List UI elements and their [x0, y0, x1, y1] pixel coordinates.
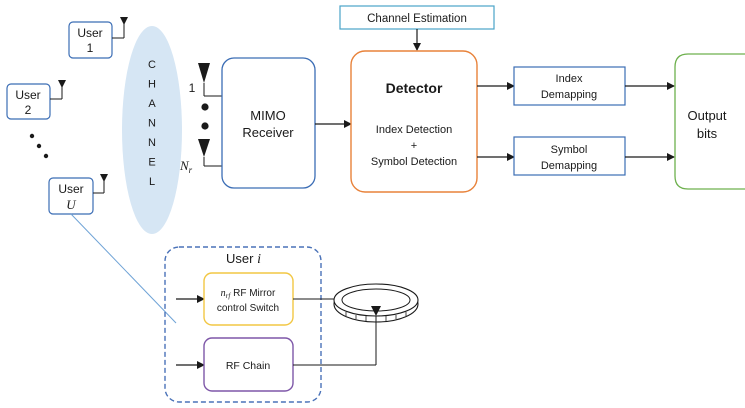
index-demapping-line1: Index [556, 73, 583, 85]
antenna-icon [50, 80, 66, 100]
output-line1: Output [687, 108, 726, 123]
rf-chain-box: RF Chain [203, 337, 294, 392]
mimo-receiver-line1: MIMO [250, 108, 285, 123]
symbol-demapping-line2: Demapping [541, 160, 597, 172]
user-u-node: User U [48, 174, 108, 215]
rf-mirror-ring-icon [333, 283, 419, 323]
detector-line1: Index Detection [376, 124, 452, 136]
antenna-icon [93, 174, 108, 194]
channel-letter: H [148, 79, 156, 91]
index-demapping-box: Index Demapping [513, 66, 626, 106]
channel-estimation-label: Channel Estimation [367, 13, 467, 25]
index-demapping-line2: Demapping [541, 89, 597, 101]
user-ellipsis-dots [29, 133, 49, 159]
user-1-number: 1 [87, 41, 94, 55]
user-2-number: 2 [25, 103, 32, 117]
detector-line2: Symbol Detection [371, 156, 457, 168]
mimo-receiver-box: MIMO Receiver [221, 57, 316, 189]
rf-mirror-line1: nrf RF Mirror [221, 288, 276, 300]
user-1-node: User 1 [68, 17, 128, 59]
channel-letter: N [148, 137, 156, 149]
channel-estimation-box: Channel Estimation [339, 5, 495, 30]
user-u-number: U [66, 197, 77, 212]
antenna-nr-label: Nr [179, 158, 193, 175]
detector-box: Detector Index Detection + Symbol Detect… [350, 50, 478, 193]
detector-plus: + [411, 140, 417, 152]
antenna-icon [112, 17, 128, 39]
output-bits-box: Output bits [674, 53, 745, 190]
channel-letter: E [148, 157, 155, 169]
user-u-label: User [58, 182, 83, 196]
symbol-demapping-line1: Symbol [551, 144, 588, 156]
user-2-node: User 2 [6, 80, 66, 120]
user-u-detail-link [70, 213, 177, 324]
channel-letter: N [148, 118, 156, 130]
antenna-1-label: 1 [189, 81, 196, 95]
receive-antennas: 1 Nr [179, 63, 222, 175]
rf-chain-label: RF Chain [226, 360, 271, 372]
channel-letter: C [148, 59, 156, 71]
antenna-icon [198, 63, 222, 97]
user-1-label: User [77, 26, 102, 40]
antenna-icon [371, 306, 381, 365]
rf-mirror-switch-box: nrf RF Mirror control Switch [203, 272, 294, 326]
user-i-detail-box: User i [164, 246, 322, 403]
symbol-demapping-box: Symbol Demapping [513, 136, 626, 176]
antenna-dot [201, 103, 209, 111]
detector-title: Detector [386, 80, 443, 96]
rf-mirror-line2: control Switch [217, 303, 279, 314]
output-line2: bits [697, 126, 718, 141]
antenna-icon [198, 139, 222, 167]
antenna-dot [201, 122, 209, 130]
user-2-label: User [15, 88, 40, 102]
user-i-title: User i [226, 251, 261, 267]
mimo-receiver-line2: Receiver [242, 125, 294, 140]
channel-letter: A [148, 98, 156, 110]
channel-letter: L [149, 176, 155, 188]
